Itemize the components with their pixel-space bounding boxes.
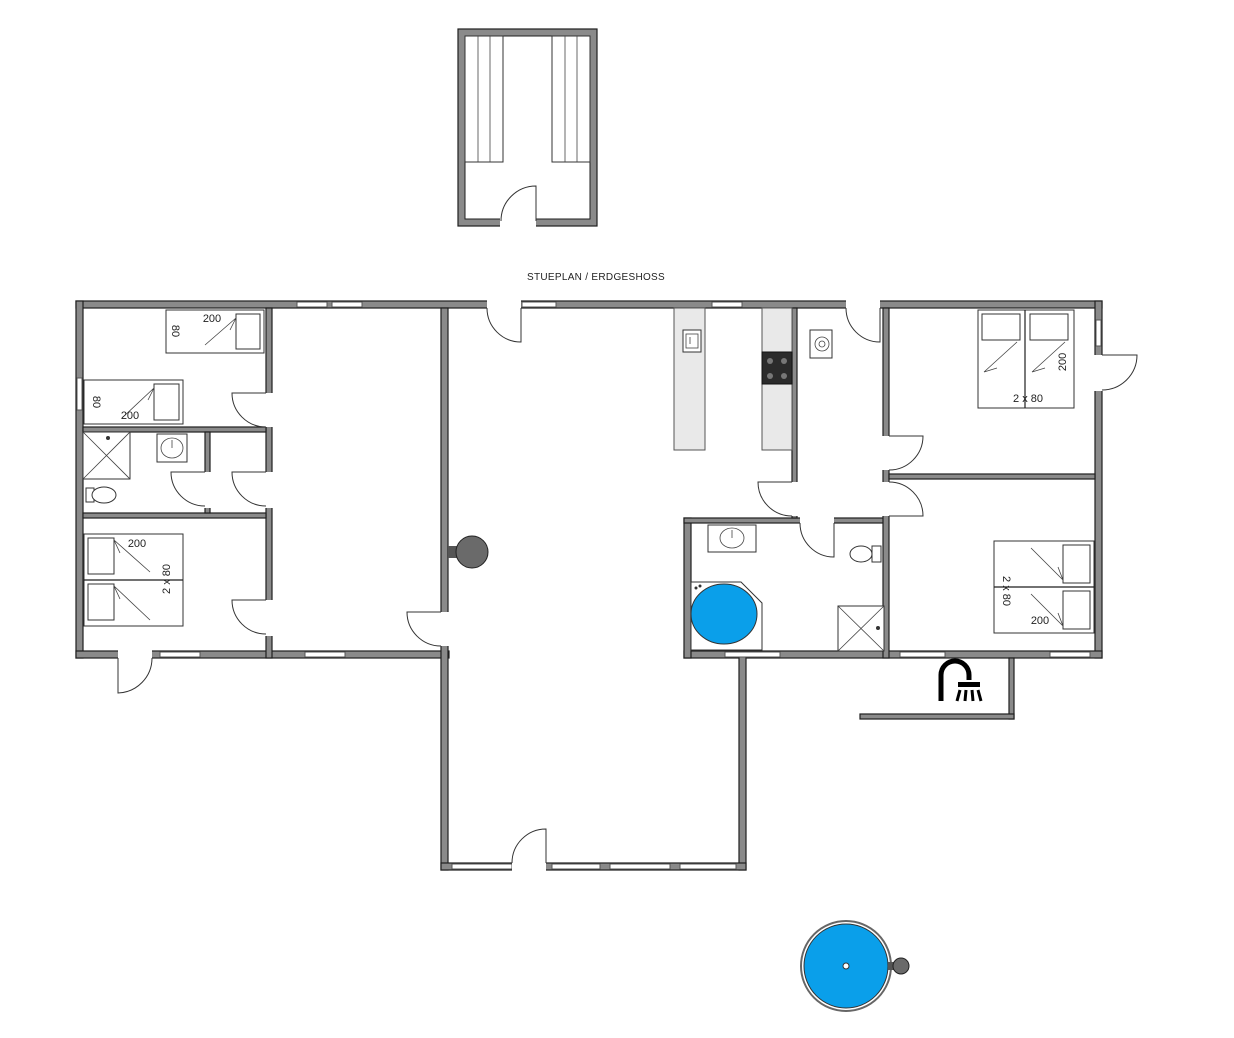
shower-tray-icon [82,431,131,480]
washbasin-icon [156,433,188,463]
sauna-bench-left [464,35,504,163]
living-door-top[interactable] [486,307,522,343]
kitchen [673,307,833,451]
plan-title: STUEPLAN / ERDGESHOSS [527,272,665,283]
bathroom-left [82,431,188,504]
bathroom-left-door[interactable] [170,471,206,507]
bedroom-left-top: 200 80 200 80 [83,309,265,425]
bed-width-label: 80 [169,325,181,337]
sauna-door[interactable] [500,185,537,222]
living-side-door[interactable] [406,611,442,647]
bedroom-left-top-door[interactable] [231,392,267,428]
fireplace-icon [448,535,489,569]
utility-door[interactable] [845,307,881,343]
doors [117,300,1138,871]
bed-width-label: 80 [90,396,102,408]
double-bed-right-bottom: 2 x 80 200 [993,540,1095,634]
bathroom-right [690,524,885,652]
bedroom-right-bottom-door[interactable] [888,481,924,517]
house-walls [75,300,1103,871]
hall-left-door[interactable] [231,471,267,507]
washbasin-icon [707,524,757,553]
bed-length-label: 200 [121,410,139,422]
windows [76,301,1102,870]
bed-width-label: 2 x 80 [161,564,173,594]
kitchen-hall-door[interactable] [757,481,793,517]
bedroom-left-bottom: 200 2 x 80 [83,533,184,627]
bed-length-label: 200 [128,538,146,550]
entrance-door-left[interactable] [117,657,153,694]
washing-machine-icon [809,329,833,359]
toilet-icon [849,545,882,563]
sauna-bench-right [551,35,591,163]
double-bed-right-top: 2 x 80 200 [977,309,1075,409]
bed-length-label: 200 [203,313,221,325]
toilet-icon [85,486,117,504]
whirlpool-bathtub-icon [690,581,763,651]
bedroom-right-top: 2 x 80 200 [977,309,1075,409]
bathroom-right-door[interactable] [799,522,835,558]
bed-length-label: 200 [1057,353,1069,371]
kitchen-island [673,307,706,451]
bedroom-left-bottom-door[interactable] [231,599,267,635]
bed-width-label: 2 x 80 [1000,576,1012,606]
shower-tray-icon [837,605,885,652]
bed-width-label: 2 x 80 [1013,393,1043,405]
double-bed-left: 200 2 x 80 [83,533,184,627]
exterior-door-right[interactable] [1101,354,1138,391]
kitchen-sink-icon [682,329,702,353]
hot-tub-icon [800,920,910,1012]
bedroom-right-top-door[interactable] [888,435,924,471]
outdoor-shower-icon [938,658,983,702]
sauna-annex [457,28,598,227]
stove-icon [761,351,793,385]
bed-length-label: 200 [1031,615,1049,627]
single-bed-top: 200 80 [165,309,265,354]
living-door-bottom[interactable] [511,828,547,864]
single-bed-left: 200 80 [83,379,184,425]
bedroom-right-bottom: 2 x 80 200 [993,540,1095,634]
